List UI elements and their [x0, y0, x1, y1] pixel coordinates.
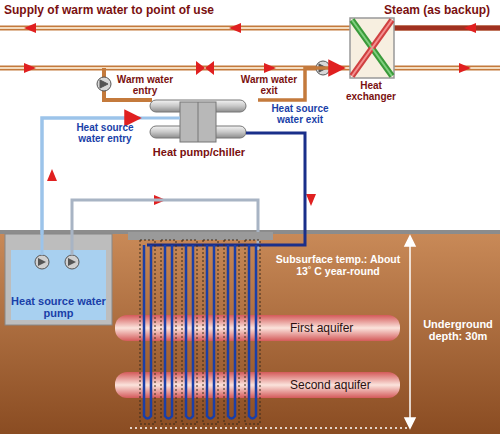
heat-exchanger-box	[350, 18, 394, 78]
borehole-wells	[224, 240, 239, 424]
aquifer-band: Second aquifer	[115, 372, 400, 398]
water-tank	[41, 234, 44, 255]
aquifer-band: First aquifer	[115, 315, 400, 341]
heat-exchanger-box	[352, 20, 392, 76]
return-pipe	[147, 133, 305, 245]
heat-pump-device	[198, 102, 199, 142]
aquifer-band	[115, 315, 400, 398]
warm-water-pipes	[0, 26, 500, 31]
port-label: Warm water entry	[114, 74, 176, 96]
borehole-wells	[140, 240, 155, 424]
port-label: Heat source water exit	[262, 103, 338, 125]
ground	[0, 232, 500, 434]
node-label: Second aquifer	[290, 378, 371, 392]
pump-symbol	[100, 80, 108, 88]
valve-symbol	[196, 61, 214, 75]
pipe-caption: Steam (as backup)	[384, 3, 498, 17]
heat-pump-device	[140, 117, 180, 120]
water-tank	[68, 258, 76, 266]
valve-symbol	[196, 61, 205, 75]
water-tank	[35, 255, 49, 269]
ground	[0, 230, 500, 434]
aquifer-band	[115, 372, 400, 398]
water-tank	[38, 258, 46, 266]
aquifer-band	[115, 315, 400, 341]
node-label: Heat pump/chiller	[153, 146, 245, 158]
warm-water-pipes	[392, 26, 500, 31]
water-tank	[5, 234, 112, 325]
dimension-label: Underground depth: 30m	[418, 318, 498, 342]
port-label: Warm water exit	[238, 74, 300, 96]
water-tank: Heat source water pump	[5, 234, 112, 322]
depth-dimension	[405, 236, 415, 246]
heat-source-pipe	[42, 118, 140, 234]
borehole-wells	[165, 245, 172, 419]
temperature-note: Subsurface temp.: About 13˚ C year-round	[270, 253, 406, 277]
node-label: First aquifer	[290, 321, 353, 335]
heat-exchanger-box	[350, 18, 394, 78]
flow-arrows	[24, 23, 476, 206]
warm-water-pipes	[0, 66, 500, 71]
borehole-wells	[249, 245, 256, 419]
warm-water-pipes	[0, 27, 500, 29]
heat-pump-chiller: Heat pump/chiller	[140, 96, 258, 160]
borehole-wells	[140, 240, 260, 424]
depth-dimension	[130, 427, 410, 429]
borehole-wells	[203, 240, 218, 424]
flow-arrows	[24, 63, 36, 73]
pump-symbol	[97, 77, 111, 91]
heat-pump-device	[180, 102, 216, 142]
water-tank	[5, 234, 112, 325]
heat-exchanger-box	[352, 20, 392, 76]
node-label: Heat source water pump	[9, 295, 108, 319]
water-tank	[65, 255, 79, 269]
return-pipe	[72, 133, 305, 255]
flow-arrows	[24, 23, 36, 33]
borehole-wells	[207, 245, 214, 419]
borehole-wells	[161, 240, 176, 424]
depth-dimension	[409, 238, 411, 426]
flow-arrows	[47, 169, 57, 181]
heat-exchanger-box	[352, 20, 392, 76]
warm-water-pipes	[0, 28, 500, 100]
borehole-wells	[245, 240, 260, 424]
heat-pump-device	[140, 100, 246, 142]
node-label: Heat exchanger	[344, 80, 398, 102]
borehole-wells	[144, 245, 151, 419]
well-caps	[128, 232, 273, 240]
borehole-wells	[228, 245, 235, 419]
flow-arrows	[264, 63, 276, 73]
warm-water-pipes	[0, 67, 500, 69]
flow-arrows	[229, 23, 241, 33]
heat-exchanger: Heat exchanger	[344, 18, 398, 104]
borehole-wells	[182, 240, 197, 424]
pipe-caption: Supply of warm water to point of use	[4, 3, 304, 17]
flow-arrows	[464, 23, 476, 33]
port-label: Heat source water entry	[72, 122, 138, 144]
well-caps	[128, 232, 273, 240]
depth-dimension	[130, 236, 415, 428]
flow-arrows	[306, 194, 316, 206]
depth-dimension	[405, 418, 415, 428]
flow-arrows	[459, 63, 471, 73]
valve-symbol	[205, 61, 214, 75]
borehole-wells	[186, 245, 193, 419]
heat-exchanger-box	[352, 20, 392, 76]
